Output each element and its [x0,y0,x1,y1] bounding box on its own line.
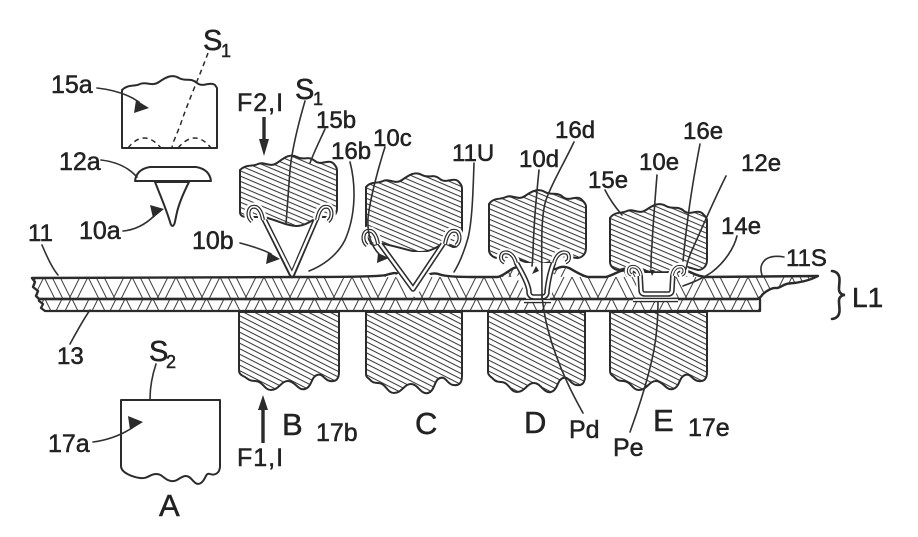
svg-text:16d: 16d [555,117,595,144]
svg-text:15e: 15e [588,167,628,194]
svg-text:11: 11 [28,220,53,247]
svg-text:17a: 17a [48,430,90,458]
svg-text:1: 1 [221,41,231,61]
svg-text:B: B [282,407,303,442]
svg-text:12a: 12a [59,148,101,176]
svg-text:S: S [203,25,222,57]
svg-text:C: C [415,406,437,441]
svg-text:F1,I: F1,I [237,444,284,472]
svg-text:1: 1 [313,89,323,109]
svg-text:14e: 14e [721,213,761,240]
svg-text:10a: 10a [79,217,121,245]
svg-text:10e: 10e [639,149,679,176]
svg-text:15a: 15a [51,71,93,99]
svg-text:16e: 16e [683,118,723,145]
svg-text:17b: 17b [316,419,358,447]
svg-text:A: A [159,488,180,523]
svg-text:10c: 10c [373,125,412,152]
svg-text:F2,I: F2,I [237,89,284,117]
svg-text:E: E [653,403,674,438]
svg-text:12e: 12e [741,150,781,177]
svg-text:S: S [149,336,168,368]
svg-text:10b: 10b [192,227,234,255]
svg-text:11S: 11S [786,245,827,272]
svg-text:16b: 16b [331,138,371,165]
svg-text:15b: 15b [316,107,356,134]
svg-text:11U: 11U [452,140,494,167]
svg-text:13: 13 [57,343,84,370]
svg-text:10d: 10d [519,146,559,173]
svg-text:Pd: Pd [569,416,600,444]
svg-text:Pe: Pe [613,434,644,462]
svg-text:17e: 17e [688,414,730,442]
svg-text:2: 2 [166,352,176,372]
svg-text:S: S [295,74,314,106]
svg-text:L1: L1 [852,282,883,313]
svg-text:D: D [524,405,546,440]
